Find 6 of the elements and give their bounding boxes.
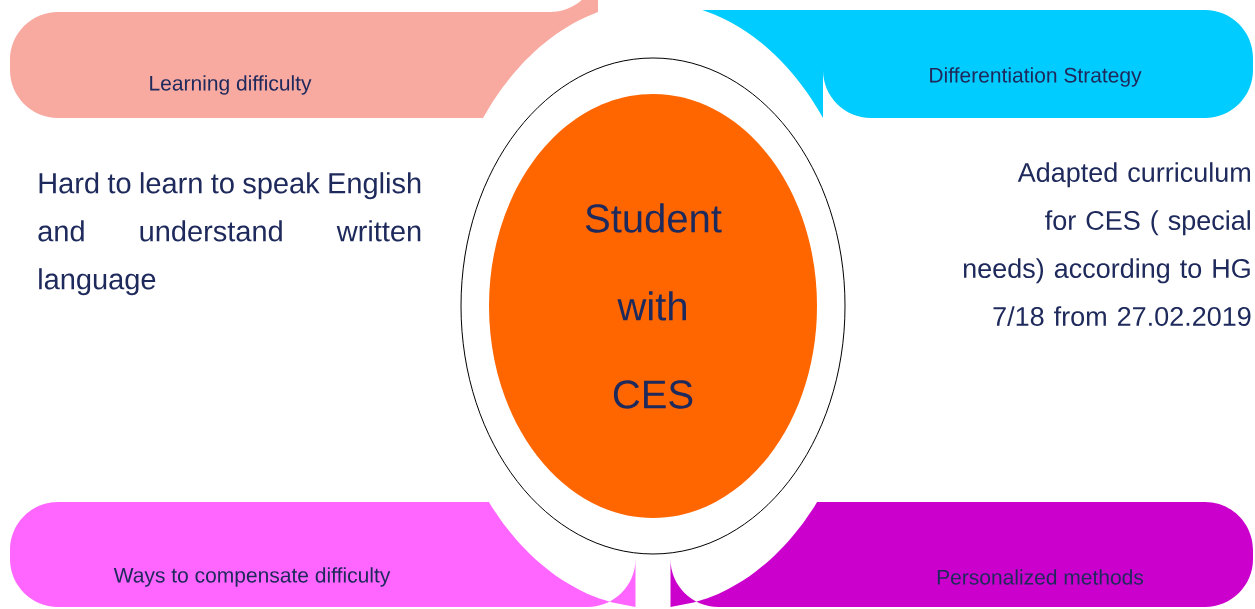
band: Personalized methods <box>670 502 1253 607</box>
paragraph: Hard to learn to speak English and understand written language <box>38 172 421 296</box>
band: Ways to compensate difficulty <box>10 502 636 607</box>
band: Learning difficulty <box>10 0 598 118</box>
paragraph: Adapted curriculum for CES ( special needs) according to HG 7/18 from 27.02.2019 <box>963 162 1251 326</box>
band: Differentiation Strategy <box>702 10 1253 118</box>
